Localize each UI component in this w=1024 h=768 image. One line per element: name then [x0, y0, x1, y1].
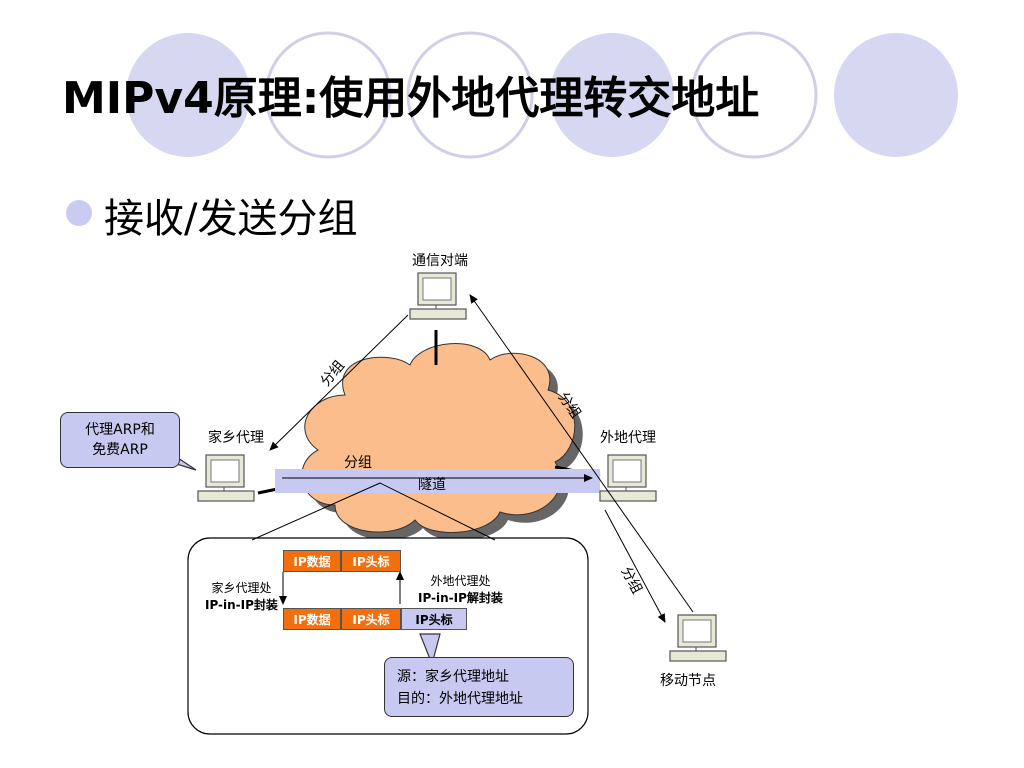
arp-callout-line1: 代理ARP和 — [85, 422, 155, 438]
home-agent-label: 家乡代理 — [208, 430, 264, 446]
mobile-node-computer — [669, 614, 727, 662]
arp-callout: 代理ARP和 免费ARP — [60, 412, 180, 468]
arrow-mobile-to-correspondent — [469, 294, 694, 613]
foreign-process-line2: IP-in-IP解封装 — [418, 591, 503, 605]
inner-header-cell: IP头标 — [341, 550, 401, 572]
foreign-process-text: 外地代理处 IP-in-IP解封装 — [418, 572, 503, 606]
zoom-line-right — [379, 482, 496, 541]
zoom-line-left — [251, 482, 381, 541]
address-src: 源：家乡代理地址 — [397, 669, 509, 685]
address-callout-pointer — [419, 633, 441, 666]
home-process-line1: 家乡代理处 — [211, 581, 272, 595]
correspondent-computer — [409, 272, 467, 320]
bullet-dot — [66, 200, 92, 226]
bullet-text: 接收/发送分组 — [104, 196, 358, 242]
address-callout: 源：家乡代理地址 目的：外地代理地址 — [384, 657, 574, 717]
arrow-to-mobile-node — [604, 509, 666, 623]
home-process-text: 家乡代理处 IP-in-IP封装 — [205, 579, 278, 613]
encap-inner-header-cell: IP头标 — [341, 608, 401, 630]
arrow-to-home-agent — [269, 314, 409, 451]
slide-title: MIPv4原理:使用外地代理转交地址 — [62, 73, 760, 124]
foreign-process-line1: 外地代理处 — [430, 574, 491, 588]
home-agent-computer — [197, 454, 255, 502]
tunnel-label: 隧道 — [418, 477, 446, 493]
packet-label-tunnel: 分组 — [344, 455, 372, 471]
foreign-agent-computer — [599, 454, 657, 502]
mobile-node-label: 移动节点 — [660, 673, 716, 689]
encap-outer-header-cell: IP头标 — [401, 608, 467, 630]
foreign-agent-label: 外地代理 — [600, 430, 656, 446]
encap-data-cell: IP数据 — [283, 608, 341, 630]
inner-data-cell: IP数据 — [283, 550, 341, 572]
address-dst: 目的：外地代理地址 — [397, 691, 523, 707]
decorative-circles — [126, 31, 958, 159]
correspondent-label: 通信对端 — [412, 253, 468, 269]
arp-callout-line2: 免费ARP — [92, 442, 148, 458]
tunnel-bar — [275, 469, 600, 493]
home-process-line2: IP-in-IP封装 — [205, 598, 278, 612]
